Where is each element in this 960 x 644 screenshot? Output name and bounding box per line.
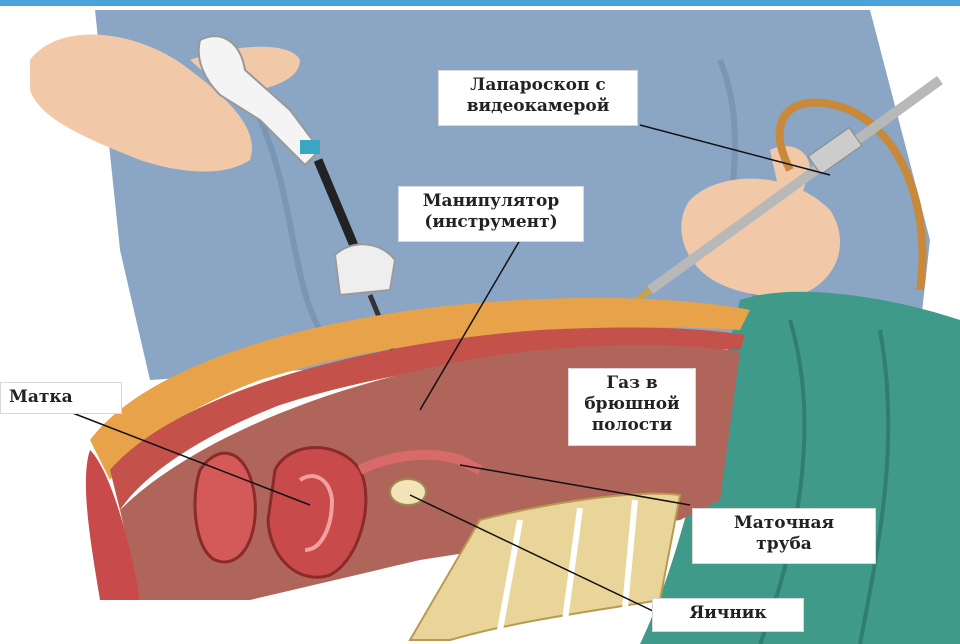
- label-gas: Газ в брюшной полости: [568, 368, 696, 446]
- label-laparoscope: Лапароскоп с видеокамерой: [438, 70, 638, 126]
- label-manipulator: Манипулятор (инструмент): [398, 186, 584, 242]
- ovary: [390, 479, 426, 505]
- bladder: [195, 453, 255, 562]
- label-ovary: Яичник: [652, 598, 804, 632]
- top-bar: [0, 0, 960, 6]
- label-uterus: Матка: [0, 382, 122, 414]
- label-fallopian-tube: Маточная труба: [692, 508, 876, 564]
- trocar-left: [335, 244, 395, 295]
